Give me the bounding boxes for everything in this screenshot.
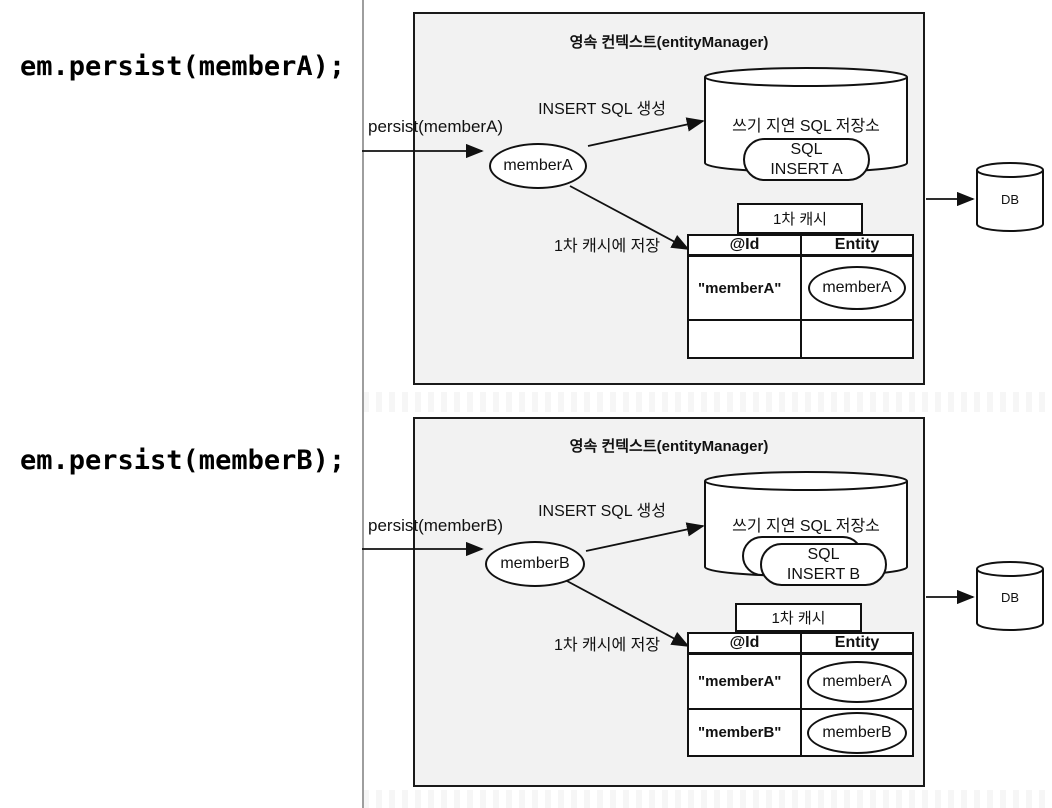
db-label-a: DB: [1000, 192, 1020, 207]
first-level-cache-title-b: 1차 캐시: [771, 610, 826, 627]
entity-oval-a-label: memberA: [503, 157, 573, 174]
sql-card-line2-a: INSERT A: [770, 160, 843, 178]
context-title-b: 영속 컨텍스트(entityManager): [569, 438, 769, 455]
table-a-row2-entity: [802, 321, 912, 357]
table-b-row2-entity-label: memberB: [822, 723, 892, 741]
table-a-row1-entity-oval: memberA: [808, 266, 906, 310]
insert-sql-label-b: INSERT SQL 생성: [538, 503, 666, 520]
table-b-row1-id: "memberA": [689, 655, 802, 710]
first-level-cache-title-box-b: 1차 캐시: [735, 603, 862, 632]
sql-store-title-a: 쓰기 지연 SQL 저장소: [732, 118, 880, 135]
table-a-row1-entity: memberA: [802, 257, 912, 321]
table-b-row2-id: "memberB": [689, 710, 802, 755]
entity-oval-a: memberA: [489, 143, 587, 189]
cache-save-label-b: 1차 캐시에 저장: [553, 637, 661, 654]
sql-insert-card-b: SQL INSERT B: [760, 543, 887, 586]
first-level-cache-title-box-a: 1차 캐시: [737, 203, 863, 234]
table-b-row1-entity-label: memberA: [822, 672, 892, 690]
sql-card-line1-b: SQL: [807, 545, 840, 563]
table-b-row1-entity: memberA: [802, 655, 912, 710]
persist-call-label-b: persist(memberB): [368, 516, 504, 535]
insert-sql-label-a: INSERT SQL 생성: [538, 101, 666, 118]
context-title-a: 영속 컨텍스트(entityManager): [569, 34, 769, 51]
entity-oval-b: memberB: [485, 541, 585, 587]
table-b-row2-entity: memberB: [802, 710, 912, 755]
table-b-header-id: @Id: [689, 634, 802, 655]
code-snippet-a: em.persist(memberA);: [20, 51, 346, 82]
code-snippet-b: em.persist(memberB);: [20, 445, 346, 476]
table-a-header-id: @Id: [689, 236, 802, 257]
persist-call-label-a: persist(memberA): [368, 117, 504, 136]
table-a-row2-id: [689, 321, 802, 357]
first-level-cache-table-b: @Id Entity "memberA" memberA "memberB" m…: [687, 632, 914, 757]
sql-insert-card-a: SQL INSERT A: [743, 138, 870, 181]
page-break-band-bottom: [363, 790, 1052, 808]
table-b-row1-entity-oval: memberA: [807, 660, 907, 703]
table-a-row1-entity-label: memberA: [822, 279, 892, 296]
sql-store-title-b: 쓰기 지연 SQL 저장소: [732, 518, 880, 535]
table-a-row1-id: "memberA": [689, 257, 802, 321]
sql-card-line1-a: SQL: [790, 140, 823, 158]
db-label-b: DB: [1000, 590, 1020, 605]
entity-oval-b-label: memberB: [500, 555, 570, 572]
page-break-band-top: [363, 392, 1052, 412]
first-level-cache-table-a: @Id Entity "memberA" memberA: [687, 234, 914, 359]
table-a-header-entity: Entity: [802, 236, 912, 257]
first-level-cache-title-a: 1차 캐시: [773, 211, 827, 228]
table-b-row2-entity-oval: memberB: [807, 711, 907, 754]
cache-save-label-a: 1차 캐시에 저장: [553, 238, 661, 255]
page-divider-line: [362, 0, 364, 808]
sql-card-line2-b: INSERT B: [786, 565, 861, 583]
table-b-header-entity: Entity: [802, 634, 912, 655]
